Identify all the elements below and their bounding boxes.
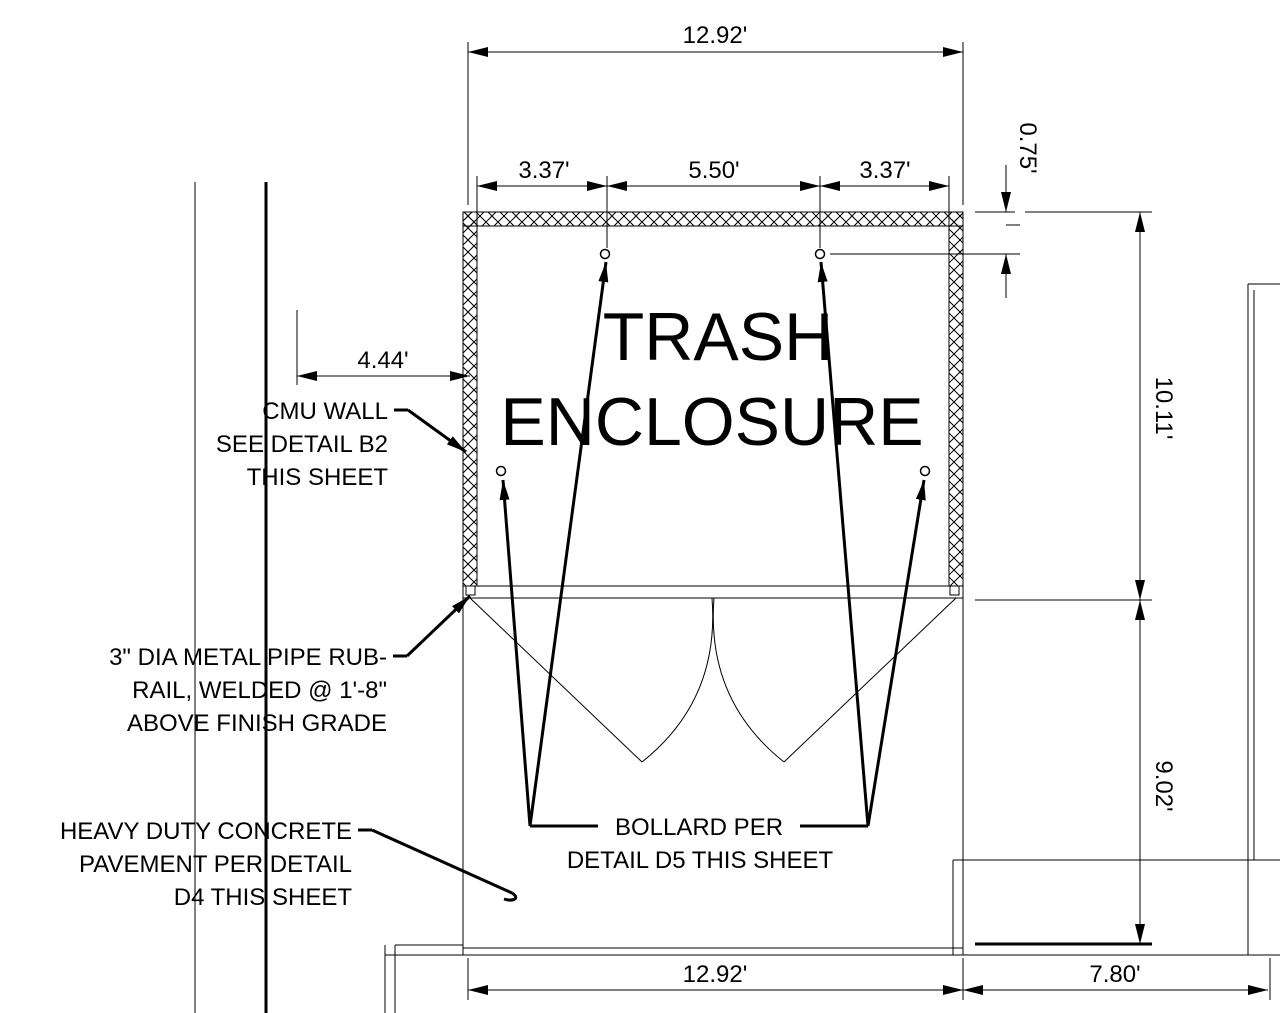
callout-rub-rail-line3: ABOVE FINISH GRADE: [127, 710, 387, 737]
callout-bollard-leaders: [499, 261, 926, 828]
cmu-wall: [462, 211, 964, 587]
dim-right-segment-label: 3.37': [859, 157, 910, 184]
dim-left-offset: [296, 310, 470, 385]
dim-segments: [476, 176, 950, 248]
title-line-2: ENCLOSURE: [500, 384, 923, 460]
callout-bollard-line1: BOLLARD PER: [615, 814, 783, 841]
dim-apron-depth-label: 9.02': [1150, 760, 1177, 811]
dim-wall-thickness: [830, 165, 1020, 298]
dim-middle-segment-label: 5.50': [688, 157, 739, 184]
rub-rail: [463, 585, 963, 599]
callout-pavement-line2: PAVEMENT PER DETAIL: [79, 851, 352, 878]
callout-pavement-leader: [358, 828, 518, 902]
callout-cmu-wall-line3: THIS SHEET: [247, 464, 389, 491]
bollards: [495, 248, 931, 477]
left-property-lines: [194, 182, 268, 1013]
dim-overall-bottom-label: 12.92': [683, 961, 748, 988]
callout-pavement-line1: HEAVY DUTY CONCRETE: [60, 818, 352, 845]
callout-cmu-wall-line1: CMU WALL: [262, 398, 388, 425]
callout-rub-rail-line1: 3" DIA METAL PIPE RUB-: [109, 644, 387, 671]
gate-swing: [469, 597, 957, 763]
dim-overall-top-label: 12.92': [683, 22, 748, 49]
callout-bollard-line2: DETAIL D5 THIS SHEET: [567, 847, 834, 874]
callout-cmu-wall-leader: [394, 408, 467, 454]
dim-wall-thickness-label: 0.75': [1014, 122, 1041, 173]
dim-left-segment-label: 3.37': [518, 157, 569, 184]
adjacent-structure: [952, 283, 1280, 955]
callout-pavement-line3: D4 THIS SHEET: [174, 884, 353, 911]
callout-cmu-wall-line2: SEE DETAIL B2: [216, 431, 388, 458]
callout-rub-rail-line2: RAIL, WELDED @ 1'-8": [132, 677, 387, 704]
callout-rub-rail-leader: [393, 594, 472, 658]
dim-enclosure-depth: [975, 211, 1152, 601]
dim-left-offset-label: 4.44': [357, 347, 408, 374]
dim-overall-top: [467, 42, 964, 205]
dim-enclosure-depth-label: 10.11': [1150, 377, 1177, 440]
concrete-pad: [384, 586, 1280, 1013]
dim-right-bottom-label: 7.80': [1089, 961, 1140, 988]
title-line-1: TRASH: [603, 299, 833, 375]
dim-bottom: [467, 958, 1271, 1000]
